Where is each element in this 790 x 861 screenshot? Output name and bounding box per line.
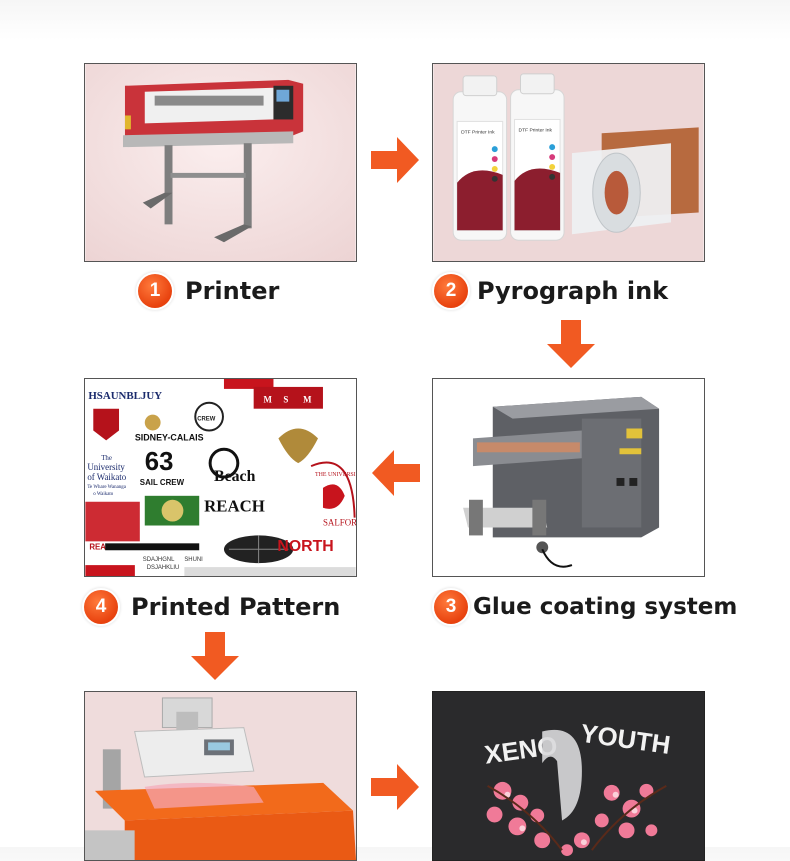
- arrow-left-icon: [372, 450, 420, 496]
- arrow-right-2-icon: [371, 764, 419, 810]
- pattern-text-hsaunbljuy: HSAUNBLJUY: [88, 390, 162, 402]
- step-3-label: Glue coating system: [473, 594, 738, 620]
- step-2-caption: 2 Pyrograph ink: [434, 274, 668, 308]
- pattern-text-north: NORTH: [277, 538, 333, 555]
- pattern-text-o-waikato: o Waikato: [93, 492, 113, 497]
- glue-coating-image: [432, 378, 705, 577]
- tshirt-image: XENO YOUTH: [432, 691, 705, 861]
- pattern-text-te-whare: Te Whare Wananga: [87, 485, 126, 490]
- printed-pattern-image: M S M HSAUNBLJUY CREW SIDNEY-CALAIS 63 S…: [84, 378, 357, 577]
- ink-bottle-label-2: DTF Printer Ink: [519, 127, 553, 133]
- step-1-caption: 1 Printer: [138, 274, 279, 308]
- pattern-text-sidney: SIDNEY-CALAIS: [135, 432, 204, 442]
- arrow-right-icon: [371, 137, 419, 183]
- step-4-label: Printed Pattern: [131, 593, 341, 621]
- pyrograph-ink-image: DTF Printer Ink DTF Printer Ink: [432, 63, 705, 262]
- step-1-label: Printer: [185, 277, 280, 305]
- step-2-label: Pyrograph ink: [477, 277, 669, 305]
- pattern-text-63: 63: [145, 448, 174, 476]
- ink-bottle-label-1: DTF Printer Ink: [461, 129, 495, 135]
- step-2-badge: 2: [434, 274, 468, 308]
- pattern-text-beach: Beach: [214, 468, 256, 485]
- pattern-letter-s: S: [283, 395, 288, 405]
- pattern-text-dsjahkliu: DSJAHKLIU: [147, 565, 180, 571]
- pattern-text-reach: REACH: [204, 497, 265, 516]
- step-3-caption: 3 Glue coating system: [434, 590, 737, 624]
- pattern-text-salford: SALFOR: [323, 518, 356, 528]
- pattern-letter-m2: M: [303, 395, 312, 405]
- step-1-badge: 1: [138, 274, 172, 308]
- pattern-text-university: University: [87, 462, 125, 472]
- arrow-down-icon: [547, 320, 595, 368]
- pattern-text-the-universi: THE UNIVERSI: [315, 472, 356, 478]
- step-4-caption: 4 Printed Pattern: [84, 590, 340, 624]
- pattern-text-shuni: SHUNI: [184, 557, 203, 563]
- printer-image: [84, 63, 357, 262]
- heat-press-image: [84, 691, 357, 861]
- pattern-text-waikato: of Waikato: [87, 472, 126, 482]
- pattern-letter-m1: M: [264, 395, 273, 405]
- step-3-badge: 3: [434, 590, 468, 624]
- arrow-down-2-icon: [191, 632, 239, 680]
- pattern-text-the: The: [101, 455, 112, 462]
- pattern-text-sail-crew: SAIL CREW: [140, 478, 185, 487]
- pattern-text-crew-badge: CREW: [197, 417, 216, 423]
- pattern-text-real: REAL: [89, 542, 111, 551]
- pattern-text-sdajhgnl: SDAJHGNL: [143, 557, 175, 563]
- step-4-badge: 4: [84, 590, 118, 624]
